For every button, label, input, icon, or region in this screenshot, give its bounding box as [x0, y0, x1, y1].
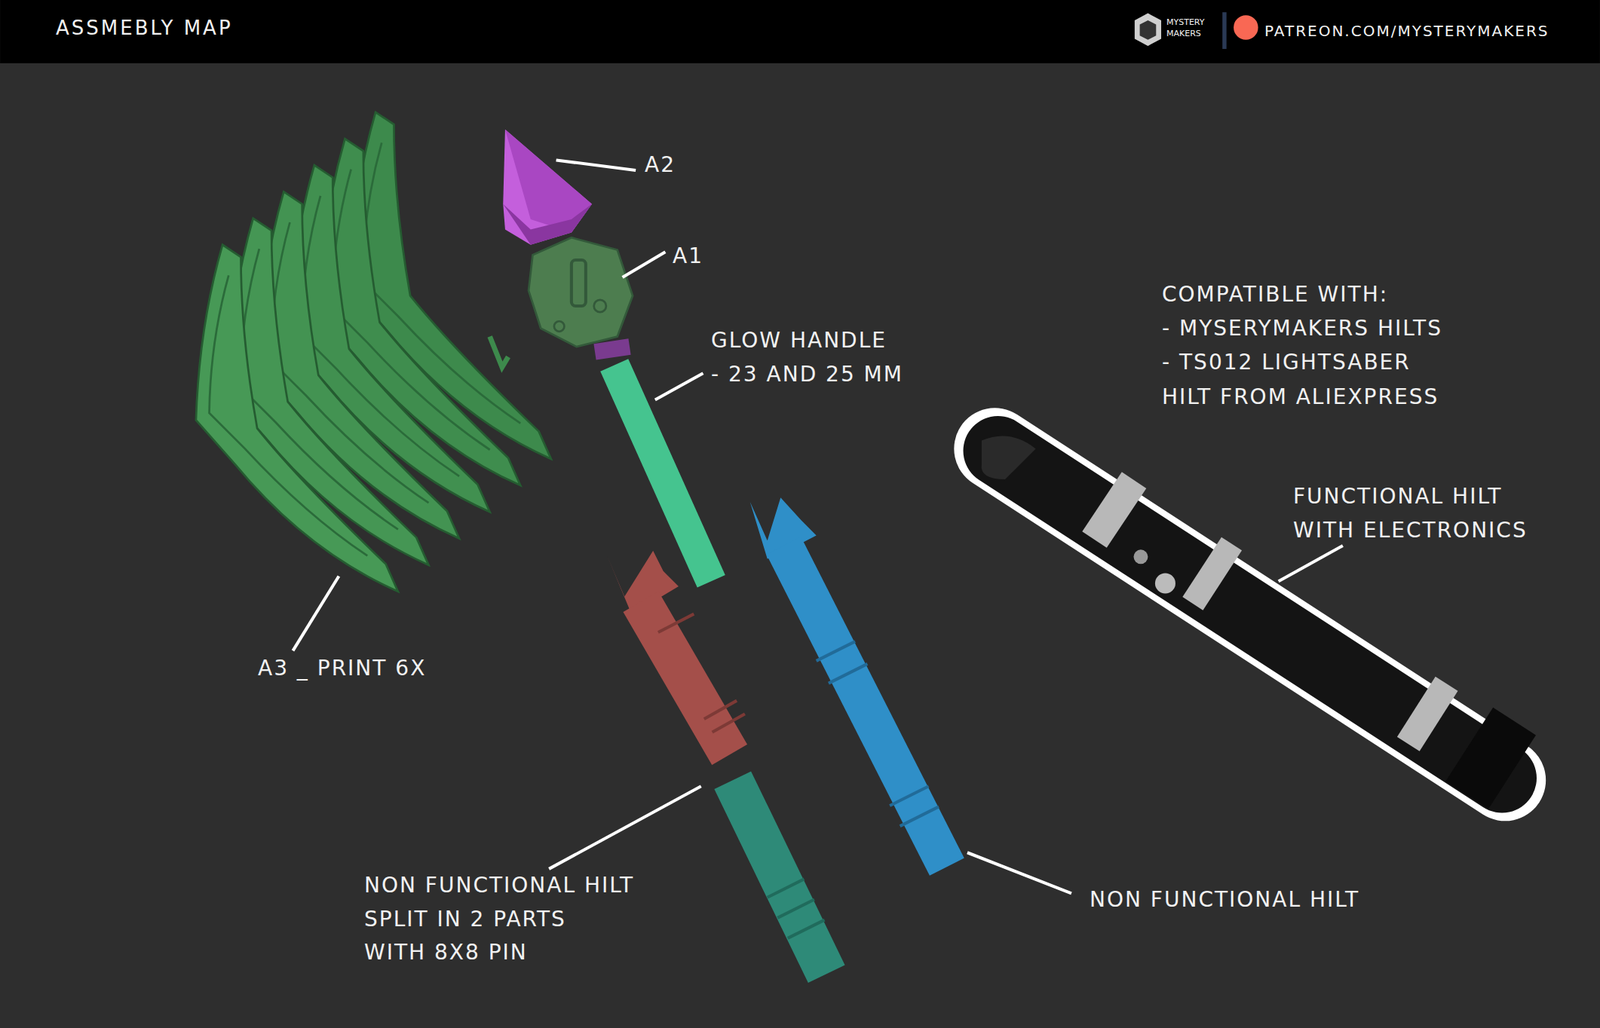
leader-lines: [292, 159, 1343, 894]
part-label: SPLIT IN 2 PARTS: [364, 907, 567, 933]
part-label: A3 _ PRINT 6X: [257, 655, 427, 682]
page-title: ASSMEBLY MAP: [55, 16, 233, 40]
red-hilt: [606, 551, 745, 756]
note-text: HILT FROM ALIEXPRESS: [1161, 384, 1439, 411]
cone-part: [502, 129, 592, 246]
glow-handle: [594, 346, 712, 582]
part-label: WITH 8X8 PIN: [364, 940, 528, 966]
logo-text: MAKERS: [1166, 28, 1202, 39]
logo-text: MYSTERY: [1166, 17, 1205, 28]
emitter-block: [528, 237, 633, 347]
note-text: - TS012 LIGHTSABER: [1161, 349, 1411, 376]
header-bar: [0, 0, 1600, 64]
logo-icon: [1134, 12, 1259, 50]
part-label: A2: [644, 152, 676, 178]
part-label: NON FUNCTIONAL HILT: [364, 873, 635, 899]
part-label: WITH ELECTRONICS: [1293, 518, 1528, 544]
wing-stack: [196, 112, 552, 592]
patreon-link: PATREON.COM/MYSTERYMAKERS: [1264, 21, 1550, 40]
note-text: COMPATIBLE WITH:: [1161, 281, 1389, 308]
part-label: GLOW HANDLE: [711, 327, 887, 354]
dimension-note: - 23 AND 25 MM: [711, 361, 904, 388]
blue-hilt: [750, 497, 948, 868]
teal-hilt: [732, 780, 827, 975]
part-label: A1: [672, 243, 704, 270]
part-label: NON FUNCTIONAL HILT: [1089, 887, 1360, 914]
note-text: - MYSERYMAKERS HILTS: [1161, 315, 1443, 342]
patreon-dot: [1233, 15, 1258, 40]
functional-hilt: [981, 435, 1513, 781]
part-label: FUNCTIONAL HILT: [1293, 484, 1502, 510]
